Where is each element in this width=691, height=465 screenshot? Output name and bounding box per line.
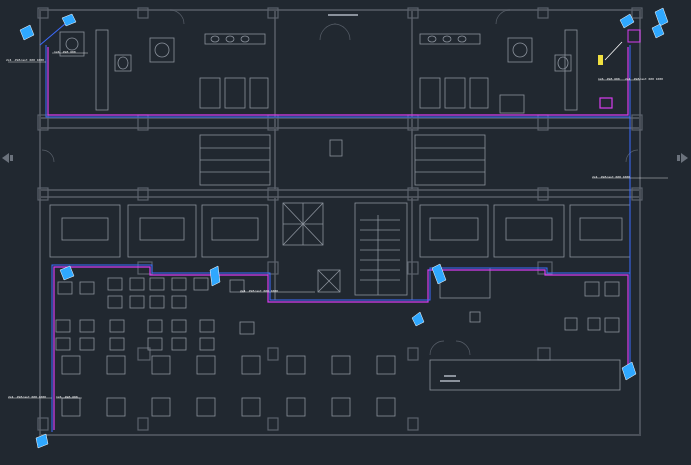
- building-core: [199, 134, 486, 296]
- annotation-top-left-main: 2x4 .Pm5cast 600 1000: [6, 58, 44, 62]
- cable-route-blue: [39, 17, 631, 432]
- annotation-bottom-left-branch: 1x6 .Pm5 600: [56, 395, 78, 399]
- building-walls: [39, 9, 641, 436]
- camera-icon[interactable]: [19, 7, 669, 449]
- cable-route-magenta: [47, 47, 629, 430]
- annotation-right-mid: 2x4 .Pm5cast 600 1000: [592, 175, 630, 179]
- leader-lines: [8, 52, 668, 399]
- restroom-fixtures: [59, 29, 578, 114]
- diamond-tables: [61, 355, 396, 417]
- annotation-top-right-branch: 1x6 .Pm5 600: [598, 77, 620, 81]
- pan-left-icon[interactable]: [0, 150, 14, 166]
- annotation-top-left-branch: 1x6 .Pm5 600: [54, 50, 76, 54]
- meeting-rooms: [49, 204, 631, 258]
- annotation-bottom-left-main: 2x4 .Pm5cast 600 1000: [8, 395, 46, 399]
- stair-markers: [328, 14, 460, 382]
- annotation-center: 2x4 .Pm5cast 600 1000: [240, 289, 278, 293]
- junction-box-icon[interactable]: [598, 29, 641, 109]
- lounge-area: [429, 267, 621, 391]
- dining-tables: [55, 277, 255, 351]
- pan-right-icon[interactable]: [676, 150, 690, 166]
- columns: [37, 7, 643, 431]
- annotation-top-right-riser: 2x4 .Pm5cast 600 1000: [625, 77, 663, 81]
